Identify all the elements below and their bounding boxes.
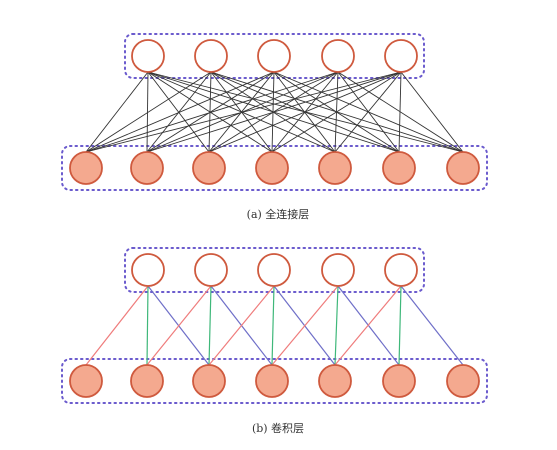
input-node: [318, 364, 352, 398]
input-node: [130, 364, 164, 398]
fc-edge: [85, 71, 212, 153]
output-layer-box: [124, 33, 425, 79]
conv-edge-right: [400, 285, 464, 366]
conv-edge-left: [334, 285, 402, 366]
conv-edge-left: [208, 285, 275, 366]
input-node: [69, 364, 103, 398]
output-node: [194, 253, 228, 287]
fc-edge: [85, 71, 402, 153]
output-node: [321, 39, 355, 73]
output-layer-box: [124, 247, 425, 293]
input-node: [382, 364, 416, 398]
input-node: [318, 151, 352, 185]
output-node: [131, 253, 165, 287]
fc-edge: [271, 71, 402, 153]
fully-connected-diagram: [61, 33, 488, 191]
fc-edge: [146, 71, 402, 153]
input-node: [69, 151, 103, 185]
fc-edge: [85, 71, 339, 153]
conv-edge-left: [271, 285, 339, 366]
conv-edge-center: [146, 285, 149, 366]
fc-edge: [85, 71, 275, 153]
output-node: [194, 39, 228, 73]
fc-edge: [85, 71, 149, 153]
output-node: [384, 39, 418, 73]
conv-edge-center: [398, 285, 402, 366]
caption-convolutional: (b) 卷积层: [252, 421, 304, 435]
output-node: [131, 39, 165, 73]
convolution-edges: [85, 285, 464, 366]
fc-edge: [400, 71, 464, 153]
input-node: [192, 364, 226, 398]
conv-edge-center: [208, 285, 212, 366]
conv-edge-center: [271, 285, 275, 366]
fc-edge: [208, 71, 402, 153]
conv-edge-left: [85, 285, 149, 366]
fc-edge: [146, 71, 275, 153]
input-node: [255, 364, 289, 398]
fc-edge: [146, 71, 149, 153]
output-node: [257, 253, 291, 287]
fully-connected-edges: [85, 71, 464, 153]
input-node: [446, 364, 480, 398]
conv-edge-left: [146, 285, 212, 366]
output-node: [257, 39, 291, 73]
convolutional-diagram: [61, 247, 488, 404]
caption-fully-connected: (a) 全连接层: [247, 207, 310, 221]
input-node: [192, 151, 226, 185]
input-node: [130, 151, 164, 185]
input-layer-box: [61, 145, 488, 191]
input-node: [446, 151, 480, 185]
fc-edge: [334, 71, 402, 153]
output-node: [384, 253, 418, 287]
input-node: [382, 151, 416, 185]
fc-edge: [398, 71, 402, 153]
input-node: [255, 151, 289, 185]
input-layer-box: [61, 358, 488, 404]
conv-edge-center: [334, 285, 339, 366]
output-node: [321, 253, 355, 287]
